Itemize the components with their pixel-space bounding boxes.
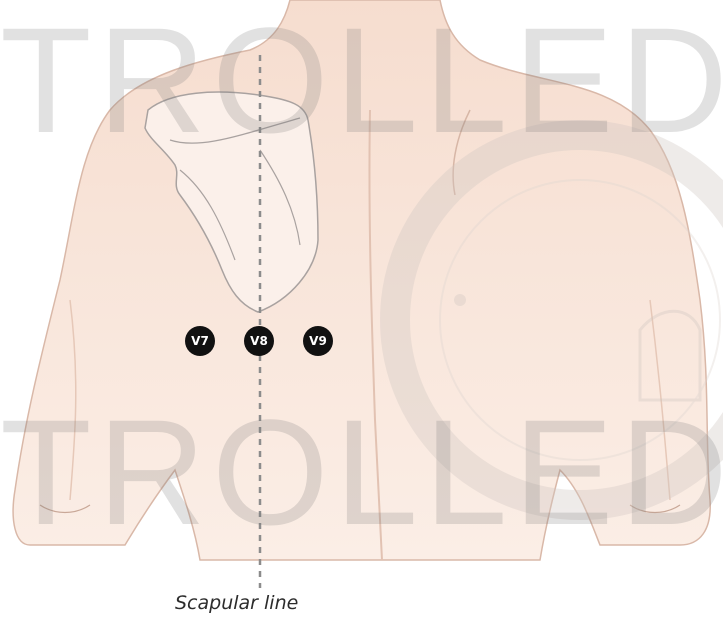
electrode-v9: V9: [303, 326, 333, 356]
electrode-v7: V7: [185, 326, 215, 356]
electrode-v8: V8: [244, 326, 274, 356]
torso-outline: [13, 0, 710, 560]
scapular-line-label: Scapular line: [175, 592, 375, 614]
